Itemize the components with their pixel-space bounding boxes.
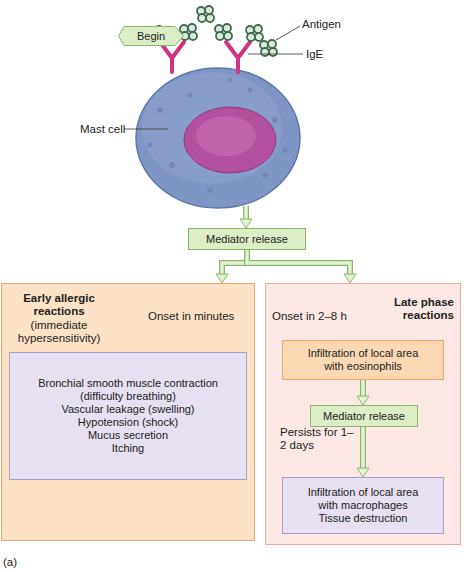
box-text: Mucus secretion [88, 429, 168, 442]
part-label: IgE [306, 48, 323, 61]
cell-nucleus [184, 107, 276, 173]
text-stack: Begin [118, 26, 184, 46]
panel-note: Persists for 1–2 days [280, 426, 356, 452]
cell-granules [148, 78, 288, 193]
process-box: Mediator release [188, 228, 306, 250]
box-text: Begin [137, 30, 165, 43]
mast-cell-body [136, 68, 300, 208]
box-text: Vascular leakage (swelling) [61, 403, 194, 416]
phase-panel: Onset in 2–8 h Late phase reactionsPersis… [265, 283, 461, 545]
nucleus-shading [196, 116, 256, 156]
panel-heading: Late phase reactions [374, 296, 454, 322]
panel-letter: (a) [3, 556, 17, 569]
panel-note: (immediate hypersensitivity) [6, 319, 112, 345]
text-stack: Bronchial smooth muscle contraction (dif… [10, 353, 246, 479]
phase-panel: Early allergic reactions(immediate hyper… [1, 283, 255, 541]
flow-arrow [247, 250, 356, 283]
text-stack: Infiltration of local area with eosinoph… [283, 341, 443, 379]
arrow-outline [247, 250, 350, 275]
ige-antibodies [160, 42, 250, 72]
box-text: Bronchial smooth muscle contraction (dif… [28, 377, 228, 403]
leader-lines [124, 26, 303, 129]
process-box: Infiltration of local area with eosinoph… [282, 340, 444, 380]
part-label: Antigen [302, 18, 341, 31]
arrow-fill [222, 250, 247, 275]
panel-note: Onset in 2–8 h [272, 310, 358, 323]
box-text: Mediator release [206, 233, 288, 246]
process-box: Mediator release [310, 405, 418, 427]
flow-arrow [216, 250, 247, 283]
box-text: Mediator release [323, 410, 405, 423]
release-arrow [240, 206, 252, 228]
text-stack: Infiltration of local area with macropha… [283, 478, 443, 533]
text-stack: Mediator release [189, 229, 305, 249]
part-label: Mast cell [80, 123, 125, 136]
arrow-head [344, 274, 356, 283]
start-tag: Begin [118, 26, 184, 46]
box-text: Infiltration of local area with macropha… [298, 486, 428, 512]
arrow-head [216, 274, 228, 283]
cell-shading [142, 72, 282, 184]
text-stack: Mediator release [311, 406, 417, 426]
box-text: Tissue destruction [319, 512, 408, 525]
tag-shape [119, 27, 184, 46]
arrow-fill [247, 250, 350, 275]
box-text: Itching [112, 442, 144, 455]
effects-box: Infiltration of local area with macropha… [282, 477, 444, 534]
arrow-outline [222, 250, 247, 275]
box-text: Hypotension (shock) [78, 416, 178, 429]
box-text: Infiltration of local area with eosinoph… [298, 347, 428, 373]
effects-box: Bronchial smooth muscle contraction (dif… [9, 352, 247, 480]
panel-heading: Early allergic reactions [6, 292, 112, 318]
panel-note: Onset in minutes [148, 310, 248, 323]
